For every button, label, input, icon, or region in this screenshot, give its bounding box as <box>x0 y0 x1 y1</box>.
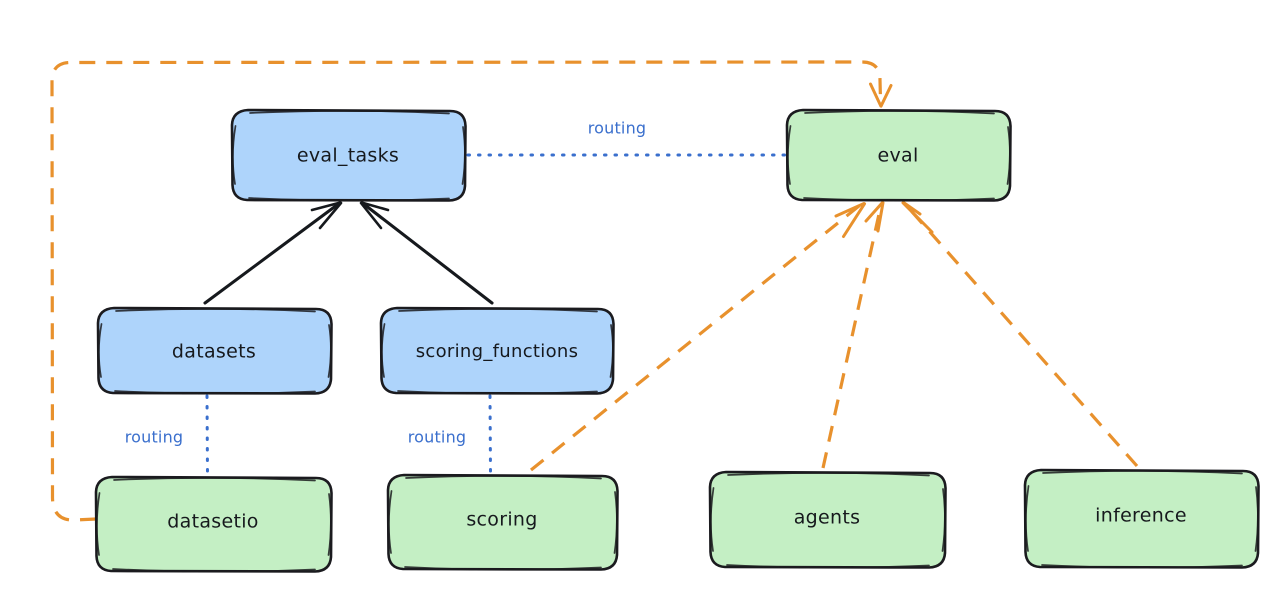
edge-label-routing-scoring: routing <box>408 428 467 447</box>
arrowhead-icon <box>359 201 390 230</box>
edge-scoring-to-eval <box>529 202 866 472</box>
node-label-eval: eval <box>877 145 918 167</box>
node-label-scoring: scoring <box>466 509 537 531</box>
node-label-agents: agents <box>794 507 861 529</box>
node-label-eval_tasks: eval_tasks <box>297 145 399 167</box>
node-scoring[interactable]: scoring <box>386 473 619 571</box>
node-datasets[interactable]: datasets <box>96 306 333 395</box>
node-datasetio[interactable]: datasetio <box>94 475 333 573</box>
node-label-datasets: datasets <box>172 341 256 363</box>
edge-datasets-to-eval_tasks <box>203 201 343 305</box>
node-inference[interactable]: inference <box>1023 468 1260 569</box>
node-scoring_functions[interactable]: scoring_functions <box>379 306 615 395</box>
edge-datasetio-to-eval <box>50 60 893 522</box>
node-label-scoring_functions: scoring_functions <box>416 341 579 362</box>
edge-agents-to-eval <box>821 201 885 469</box>
node-eval_tasks[interactable]: eval_tasks <box>230 108 467 202</box>
edge-scoring_functions-to-scoring <box>488 394 492 475</box>
arrowhead-icon <box>869 82 893 108</box>
arrowhead-icon <box>834 202 866 238</box>
edge-datasets-to-datasetio <box>205 394 209 477</box>
edge-inference-to-eval <box>901 201 1139 468</box>
arrowhead-icon <box>310 201 343 230</box>
edge-label-routing-eval: routing <box>588 119 647 138</box>
edge-label-routing-datasetio: routing <box>125 428 184 447</box>
arrowhead-icon <box>864 201 885 233</box>
node-eval[interactable]: eval <box>785 108 1012 202</box>
node-label-datasetio: datasetio <box>167 511 258 533</box>
node-agents[interactable]: agents <box>708 470 947 569</box>
node-label-inference: inference <box>1095 505 1187 527</box>
edge-scoring_functions-to-eval_tasks <box>359 201 494 305</box>
arrowhead-icon <box>901 201 934 234</box>
